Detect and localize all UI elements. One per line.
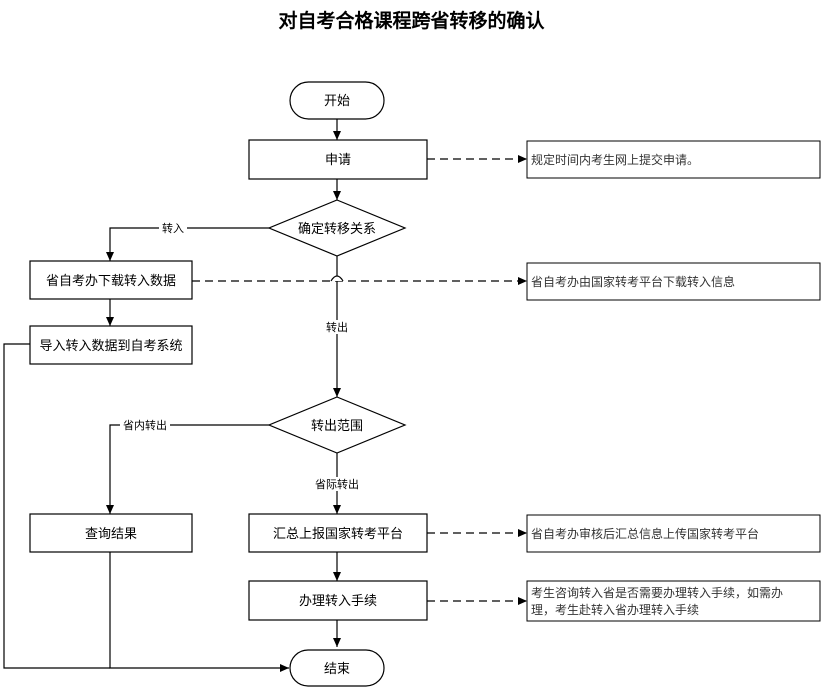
node-end: 结束 xyxy=(289,649,385,687)
node-scope-label: 转出范围 xyxy=(311,419,363,434)
edge-label-intra-province: 省内转出 xyxy=(123,418,167,432)
edge-label-inter-province: 省际转出 xyxy=(315,477,359,491)
note-apply: 规定时间内考生网上提交申请。 xyxy=(526,140,821,179)
note-process: 考生咨询转入省是否需要办理转入手续，如需办 理，考生赴转入省办理转入手续 xyxy=(526,580,821,622)
node-confirm-label: 确定转移关系 xyxy=(298,222,376,237)
note-process-text-line1: 考生咨询转入省是否需要办理转入手续，如需办 xyxy=(531,585,783,600)
line-crossing-hop xyxy=(330,275,344,282)
note-download: 省自考办由国家转考平台下载转入信息 xyxy=(526,262,821,301)
note-download-text: 省自考办由国家转考平台下载转入信息 xyxy=(531,274,735,289)
node-query: 查询结果 xyxy=(29,513,193,553)
node-import-label: 导入转入数据到自考系统 xyxy=(39,339,182,354)
node-start: 开始 xyxy=(289,81,385,120)
node-report-label: 汇总上报国家转考平台 xyxy=(273,526,403,542)
node-process-label: 办理转入手续 xyxy=(299,594,377,609)
node-query-label: 查询结果 xyxy=(85,527,137,542)
node-end-label: 结束 xyxy=(324,662,350,677)
edge-scope-query xyxy=(106,424,269,514)
note-connectors xyxy=(192,155,527,605)
note-report-text: 省自考办审核后汇总信息上传国家转考平台 xyxy=(531,526,759,541)
node-download: 省自考办下载转入数据 xyxy=(29,260,193,300)
note-apply-text: 规定时间内考生网上提交申请。 xyxy=(531,152,699,167)
note-process-text-line2: 理，考生赴转入省办理转入手续 xyxy=(531,602,699,617)
edge-import-end xyxy=(3,343,110,669)
node-scope: 转出范围 xyxy=(267,396,407,454)
node-start-label: 开始 xyxy=(324,94,350,109)
note-report: 省自考办审核后汇总信息上传国家转考平台 xyxy=(526,514,821,553)
page-title: 对自考合格课程跨省转移的确认 xyxy=(278,10,545,32)
node-apply: 申请 xyxy=(248,139,428,180)
edge-label-transfer-out: 转出 xyxy=(326,320,348,334)
node-process: 办理转入手续 xyxy=(248,580,428,621)
edge-confirm-download xyxy=(106,227,269,261)
node-apply-label: 申请 xyxy=(325,153,351,168)
node-download-label: 省自考办下载转入数据 xyxy=(46,274,176,289)
node-confirm: 确定转移关系 xyxy=(267,199,407,257)
node-report: 汇总上报国家转考平台 xyxy=(248,513,428,553)
node-import: 导入转入数据到自考系统 xyxy=(29,325,193,365)
edge-label-transfer-in: 转入 xyxy=(162,221,184,235)
